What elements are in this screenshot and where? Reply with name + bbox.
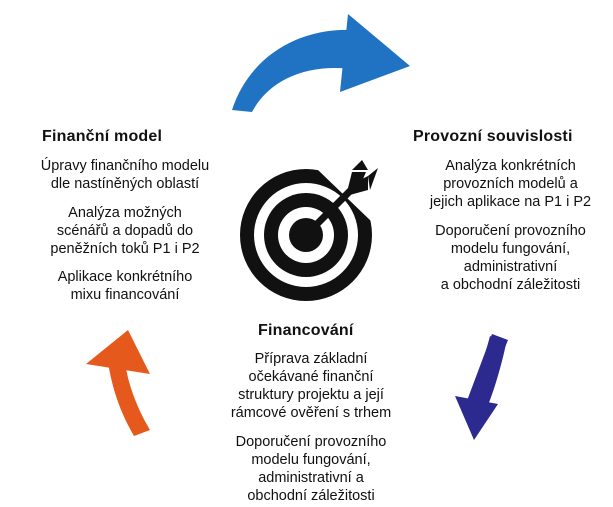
left-item-2: Analýza možných scénářů a dopadů do peně… — [50, 205, 200, 257]
left-item-1: Úpravy finančního modelu dle nastíněných… — [40, 158, 210, 192]
right-item-1: Analýza konkrétních provozních modelů a … — [429, 158, 592, 210]
dart-icon — [302, 160, 378, 239]
top-arrow-icon — [232, 14, 410, 112]
left-arrow-icon — [86, 330, 150, 436]
left-item-3: Aplikace konkrétního mixu financování — [57, 269, 193, 303]
right-item-2: Doporučení provozního modelu fungování, … — [435, 223, 586, 293]
bottom-item-2: Doporučení provozního modelu fungování, … — [235, 434, 387, 504]
right-section-title: Provozní souvislosti — [413, 128, 573, 145]
bottom-section-title: Financování — [258, 322, 354, 339]
bottom-item-1: Příprava základní očekávané finanční str… — [230, 351, 392, 421]
right-arrow-icon — [455, 334, 508, 440]
left-section-title: Finanční model — [42, 128, 163, 145]
